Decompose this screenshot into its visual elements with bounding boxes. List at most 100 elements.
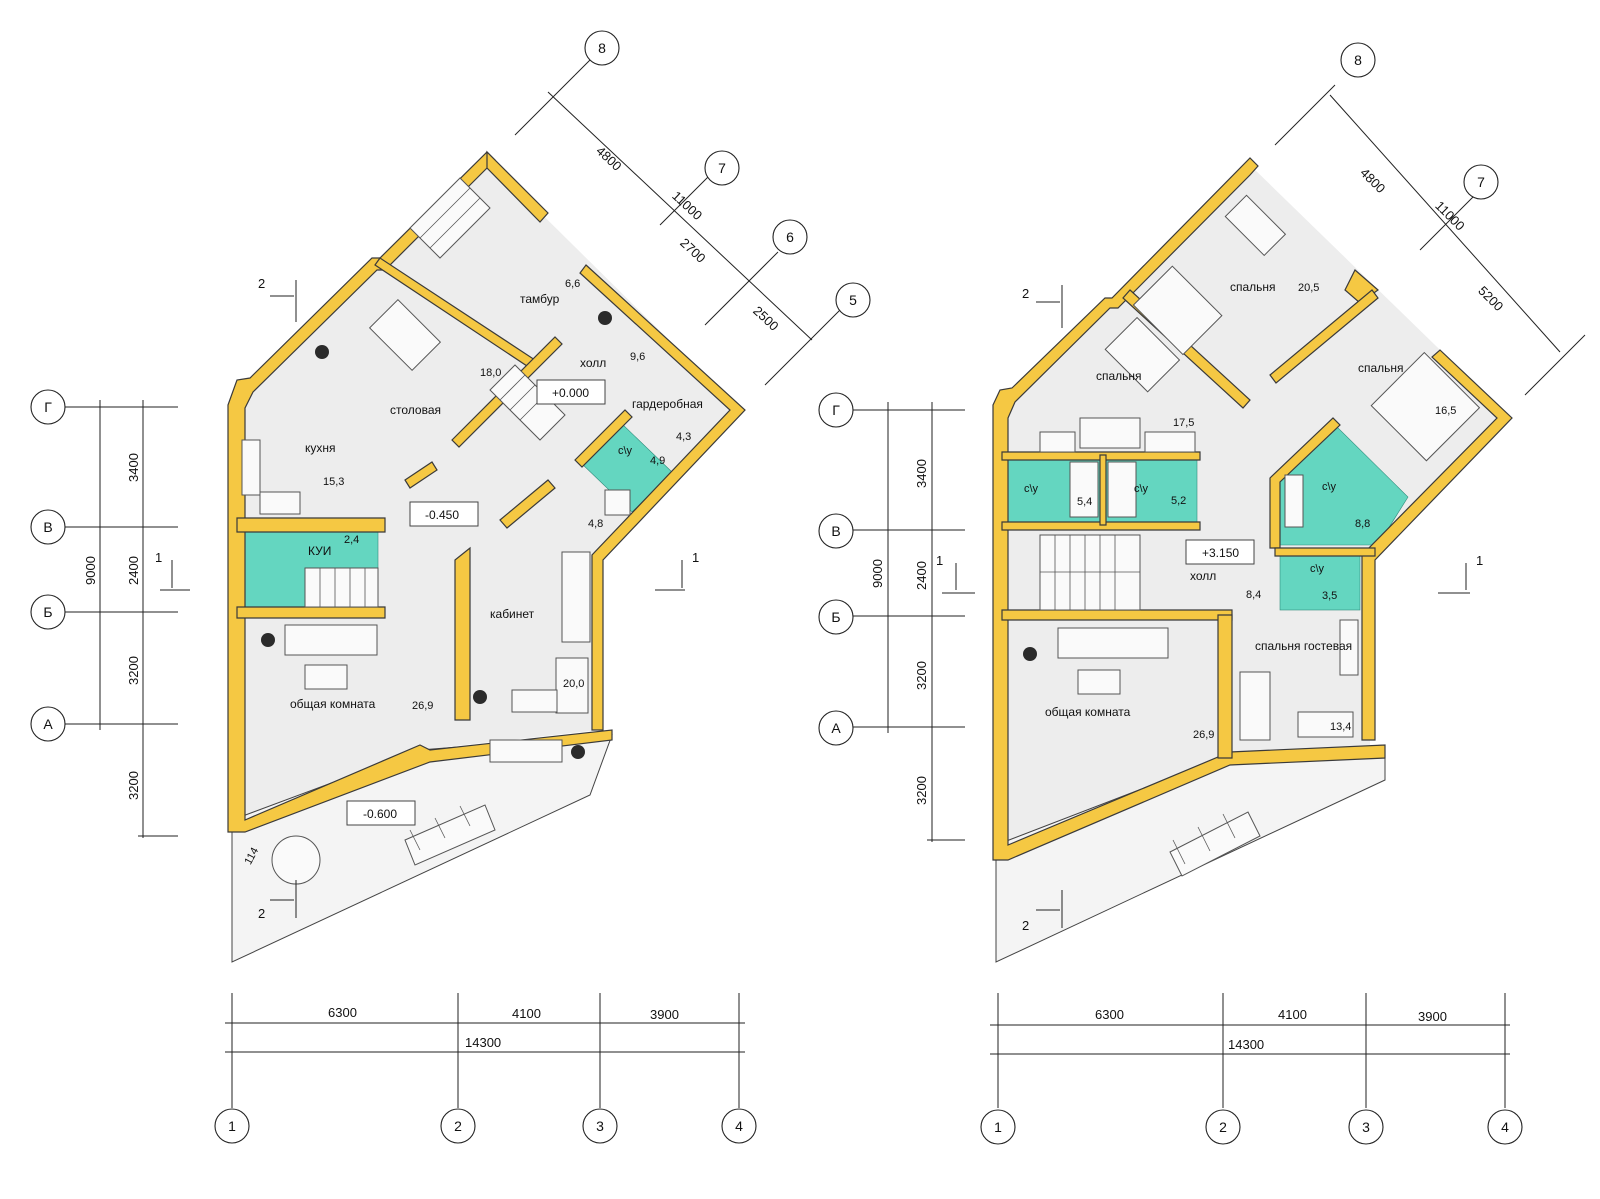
plan-right-wall-bath3 — [1269, 417, 1341, 549]
dim-label: 4100 — [512, 1006, 541, 1021]
room-area: 20,5 — [1298, 282, 1319, 294]
plan-right-wall-bed2 — [1269, 289, 1379, 384]
room-label: столовая — [390, 403, 441, 417]
room-label: с\у — [618, 445, 633, 457]
room-area: 20,0 — [563, 678, 584, 690]
plan-left-plants — [261, 311, 612, 759]
axis-label: 1 — [228, 1118, 236, 1134]
dim-label: 6300 — [1095, 1007, 1124, 1022]
dim-label: 3900 — [650, 1007, 679, 1022]
plan-left-wall-east2 — [579, 264, 746, 731]
axis-bubble — [721, 1108, 757, 1144]
plan-right-wall-east2 — [1361, 349, 1513, 741]
dim-label: 3900 — [1418, 1009, 1447, 1024]
room-area: 26,9 — [1193, 729, 1214, 741]
axis-label: Г — [832, 402, 840, 418]
dim-label: 9000 — [83, 556, 98, 585]
dim-label: 3400 — [914, 459, 929, 488]
axis-label: А — [43, 716, 53, 732]
axis-bubble — [440, 1108, 476, 1144]
section-label: 1 — [936, 553, 943, 568]
room-area: 18,0 — [480, 367, 501, 379]
room-label: гардеробная — [632, 397, 703, 411]
section-label: 1 — [155, 550, 162, 565]
axis-label: 4 — [1501, 1119, 1509, 1135]
plan-left-dim-diagonal — [514, 49, 851, 386]
plan-right-section-marks — [942, 285, 1470, 928]
room-area: 8,4 — [1246, 589, 1261, 601]
axis-label: 7 — [1477, 174, 1485, 190]
plan-right-wall-guest — [1217, 614, 1233, 759]
room-area: 17,5 — [1173, 417, 1194, 429]
axis-label: 8 — [1354, 52, 1362, 68]
room-label: с\у — [1322, 481, 1337, 493]
axis-label: 6 — [786, 229, 794, 245]
plan-left: тамбур 6,6 холл 9,6 гардеробная 4,3 стол… — [30, 30, 871, 1144]
section-label: 1 — [1476, 553, 1483, 568]
axis-bubble — [704, 150, 740, 186]
room-area: 2,4 — [344, 534, 359, 546]
axis-bubble — [818, 513, 854, 549]
axis-label: 5 — [849, 292, 857, 308]
axis-bubble — [980, 1109, 1016, 1145]
axis-bubble — [1487, 1109, 1523, 1145]
axis-bubble — [818, 392, 854, 428]
axis-bubble — [1205, 1109, 1241, 1145]
room-area: 16,5 — [1435, 405, 1456, 417]
plan-left-wall-office — [454, 546, 471, 721]
plan-right-dim-left — [853, 402, 965, 842]
room-area: 4,8 — [588, 518, 603, 530]
room-label: кабинет — [490, 607, 535, 621]
level-label: +0.000 — [552, 386, 589, 400]
plan-left-wall-kui — [236, 606, 386, 619]
room-area: 26,9 — [412, 700, 433, 712]
dim-label: 3200 — [126, 656, 141, 685]
dim-label: 9000 — [870, 559, 885, 588]
axis-bubble — [1348, 1109, 1384, 1145]
room-area: 4,3 — [676, 431, 691, 443]
axis-bubble — [818, 710, 854, 746]
axis-label: 7 — [718, 160, 726, 176]
axis-label: 3 — [596, 1118, 604, 1134]
section-label: 2 — [258, 906, 265, 921]
room-label: холл — [580, 356, 606, 370]
plan-left-wall-office-top — [499, 479, 556, 529]
dim-label: 11000 — [669, 188, 705, 223]
axis-bubble — [1463, 164, 1499, 200]
dim-label: 3400 — [126, 453, 141, 482]
axis-bubble — [818, 599, 854, 635]
level-label: -0.450 — [425, 508, 459, 522]
room-label: холл — [1190, 569, 1216, 583]
level-label: -0.600 — [363, 807, 397, 821]
dim-label: 4800 — [1357, 165, 1388, 196]
axis-bubble — [30, 389, 66, 425]
axis-bubble — [772, 219, 808, 255]
level-box — [536, 379, 606, 405]
plan-left-furniture — [241, 298, 631, 885]
plan-right-wall-bath4 — [1274, 547, 1376, 557]
dim-label: 3200 — [914, 661, 929, 690]
plan-left-wall-bath — [574, 409, 633, 468]
dim-label: 6300 — [328, 1005, 357, 1020]
dim-label: 3200 — [126, 771, 141, 800]
room-area: 3,5 — [1322, 590, 1337, 602]
room-label: с\у — [1310, 563, 1325, 575]
room-area: 15,3 — [323, 476, 344, 488]
dim-label: 14300 — [1228, 1037, 1264, 1052]
plan-right-stairs — [1039, 534, 1261, 877]
plan-right-dim-bottom — [990, 993, 1510, 1108]
plan-right-dim-diagonal — [1274, 84, 1586, 396]
level-box — [409, 501, 479, 527]
plan-left-dim-bottom — [225, 993, 745, 1108]
room-label: общая комната — [290, 697, 376, 711]
room-area: 9,6 — [630, 351, 645, 363]
plan-right-bath4-tile — [1279, 554, 1361, 611]
plan-right-wall-living — [1001, 609, 1233, 621]
axis-bubble — [582, 1108, 618, 1144]
axis-bubble — [835, 282, 871, 318]
axis-bubble — [30, 594, 66, 630]
plan-right-wall-bath-row2 — [1001, 521, 1201, 531]
axis-label: 2 — [454, 1118, 462, 1134]
axis-label: В — [43, 519, 52, 535]
plan-left-wall-kitchen — [236, 517, 386, 533]
